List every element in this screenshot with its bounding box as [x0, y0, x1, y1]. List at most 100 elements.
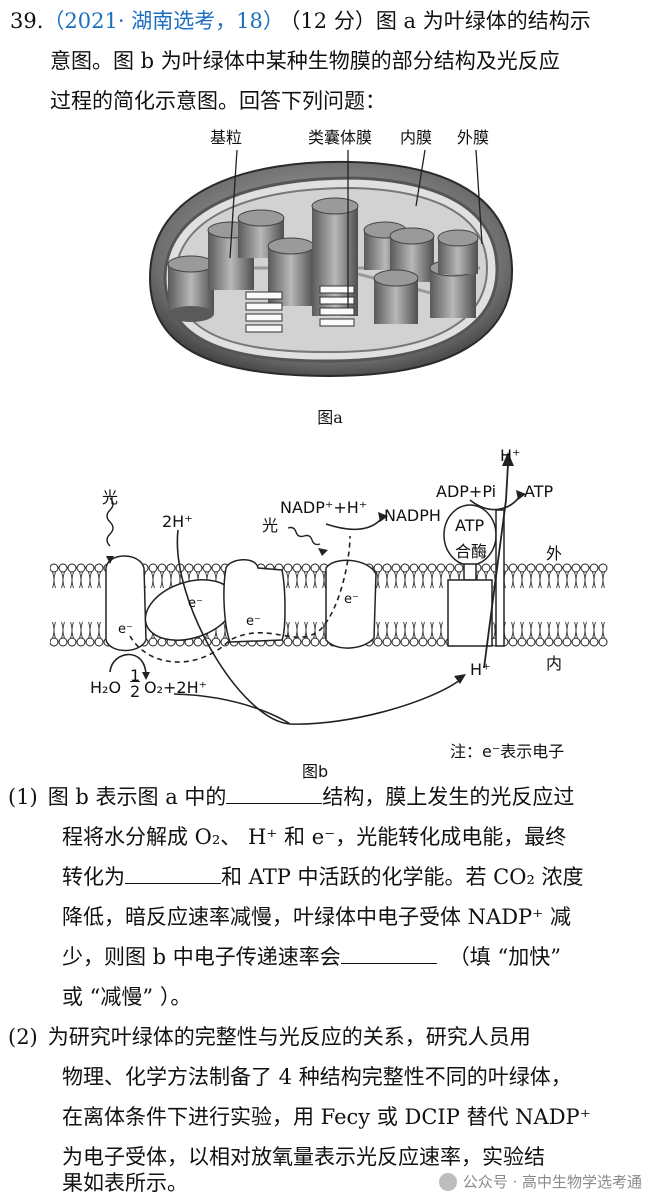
label-h-bottom: H⁺: [470, 660, 491, 679]
lipid-tail: [376, 621, 380, 639]
lipid-head: [382, 637, 392, 647]
label-adp-pi: ADP+Pi: [436, 482, 497, 501]
lipid-head: [85, 563, 95, 573]
lipid-head: [535, 563, 545, 573]
q1-line-3: 转化为和 ATP 中活跃的化学能。若 CO₂ 浓度: [62, 858, 656, 896]
lipid-tail: [547, 571, 551, 589]
q1-line-1: (1)图 b 表示图 a 中的结构，膜上发生的光反应过: [8, 778, 656, 816]
figure-a-caption: 图a: [317, 408, 343, 427]
lipid-head: [580, 637, 590, 647]
lipid-head: [292, 637, 302, 647]
lipid-head: [85, 637, 95, 647]
lipid-tail: [439, 571, 443, 589]
lipid-tail: [421, 571, 425, 589]
lipid-tail: [556, 621, 560, 639]
lipid-head: [445, 563, 455, 573]
stem-text-1: 图 a 为叶绿体的结构示: [375, 9, 591, 33]
label-atp-synthase-1: ATP: [455, 516, 485, 535]
lipid-head: [193, 637, 203, 647]
lipid-tail: [385, 621, 389, 639]
q2-line-1: (2)为研究叶绿体的完整性与光反应的关系，研究人员用: [8, 1025, 531, 1049]
lipid-head: [409, 563, 419, 573]
lipid-tail: [565, 621, 569, 639]
lipid-head: [292, 563, 302, 573]
lipid-tail: [592, 621, 596, 639]
lipid-head: [508, 637, 518, 647]
label-e-4: e⁻: [344, 592, 359, 607]
lipid-tail: [583, 621, 587, 639]
lipid-head: [508, 563, 518, 573]
lipid-head: [526, 637, 536, 647]
lipid-head: [58, 637, 68, 647]
lipid-tail: [511, 621, 515, 639]
lipid-head: [526, 563, 536, 573]
q1-line-2: 程将水分解成 O₂、 H⁺ 和 e⁻，光能转化成电能，最终: [62, 825, 567, 849]
lipid-tail: [556, 571, 560, 589]
q1-blank-3[interactable]: [340, 941, 437, 964]
stem-line-2: 意图。图 b 为叶绿体中某种生物膜的部分结构及光反应: [50, 49, 560, 73]
lipid-tail: [88, 571, 92, 589]
q1-blank-1[interactable]: [226, 781, 323, 804]
lipid-tail: [52, 621, 56, 639]
lipid-head: [373, 563, 383, 573]
label-light-left: 光: [102, 488, 119, 507]
lipid-tail: [547, 621, 551, 639]
label-inner-membrane: 内膜: [400, 128, 433, 147]
lipid-tail: [565, 571, 569, 589]
lipid-tail: [61, 621, 65, 639]
lipid-head: [283, 563, 293, 573]
lipid-tail: [520, 621, 524, 639]
lipid-head: [436, 563, 446, 573]
lipid-head: [391, 563, 401, 573]
label-water: H₂O: [90, 678, 122, 697]
lipid-head: [427, 637, 437, 647]
question-score: （12 分）: [289, 9, 376, 33]
lipid-tail: [322, 571, 326, 589]
lipid-tail: [394, 621, 398, 639]
lipid-head: [58, 563, 68, 573]
stem-line-1: 39.（2021· 湖南选考，18）（12 分）图 a 为叶绿体的结构示: [10, 2, 656, 40]
label-outer-membrane: 外膜: [457, 128, 490, 147]
label-inside: 内: [546, 654, 563, 673]
lipid-tail: [601, 621, 605, 639]
lipid-head: [400, 637, 410, 647]
lipid-head: [553, 563, 563, 573]
label-o2: O₂+2H⁺: [144, 678, 208, 697]
thylakoid-membrane-diagram: [49, 452, 608, 725]
lipid-head: [94, 637, 104, 647]
question-source: （2021· 湖南选考，18）: [43, 9, 284, 33]
lipid-tail: [52, 571, 56, 589]
lipid-tail: [97, 621, 101, 639]
lipid-tail: [430, 571, 434, 589]
lipid-tail: [313, 621, 317, 639]
lipid-head: [301, 563, 311, 573]
lipid-head: [571, 637, 581, 647]
lipid-tail: [304, 571, 308, 589]
wechat-icon: [438, 1172, 457, 1191]
q1-blank-2[interactable]: [125, 861, 221, 884]
lipid-tail: [376, 571, 380, 589]
lipid-tail: [538, 621, 542, 639]
label-grana: 基粒: [210, 128, 243, 147]
lipid-tail: [529, 621, 533, 639]
lipid-tail: [412, 571, 416, 589]
lipid-head: [49, 637, 59, 647]
lipid-tail: [520, 571, 524, 589]
lipid-head: [562, 637, 572, 647]
lipid-head: [598, 563, 608, 573]
lipid-tail: [313, 571, 317, 589]
lipid-head: [166, 563, 176, 573]
lipid-head: [94, 563, 104, 573]
figure-a-chloroplast: 基粒 类囊体膜 内膜 外膜: [120, 118, 540, 398]
lipid-head: [283, 637, 293, 647]
label-outside: 外: [546, 544, 563, 563]
lipid-head: [193, 563, 203, 573]
lipid-tail: [286, 571, 290, 589]
lipid-head: [418, 637, 428, 647]
lipid-head: [427, 563, 437, 573]
lipid-head: [373, 637, 383, 647]
q2-line-5: 果如表所示。: [62, 1171, 188, 1195]
q2-line-3: 在离体条件下进行实验，用 Fecy 或 DCIP 替代 NADP⁺: [62, 1105, 591, 1129]
lipid-head: [211, 563, 221, 573]
